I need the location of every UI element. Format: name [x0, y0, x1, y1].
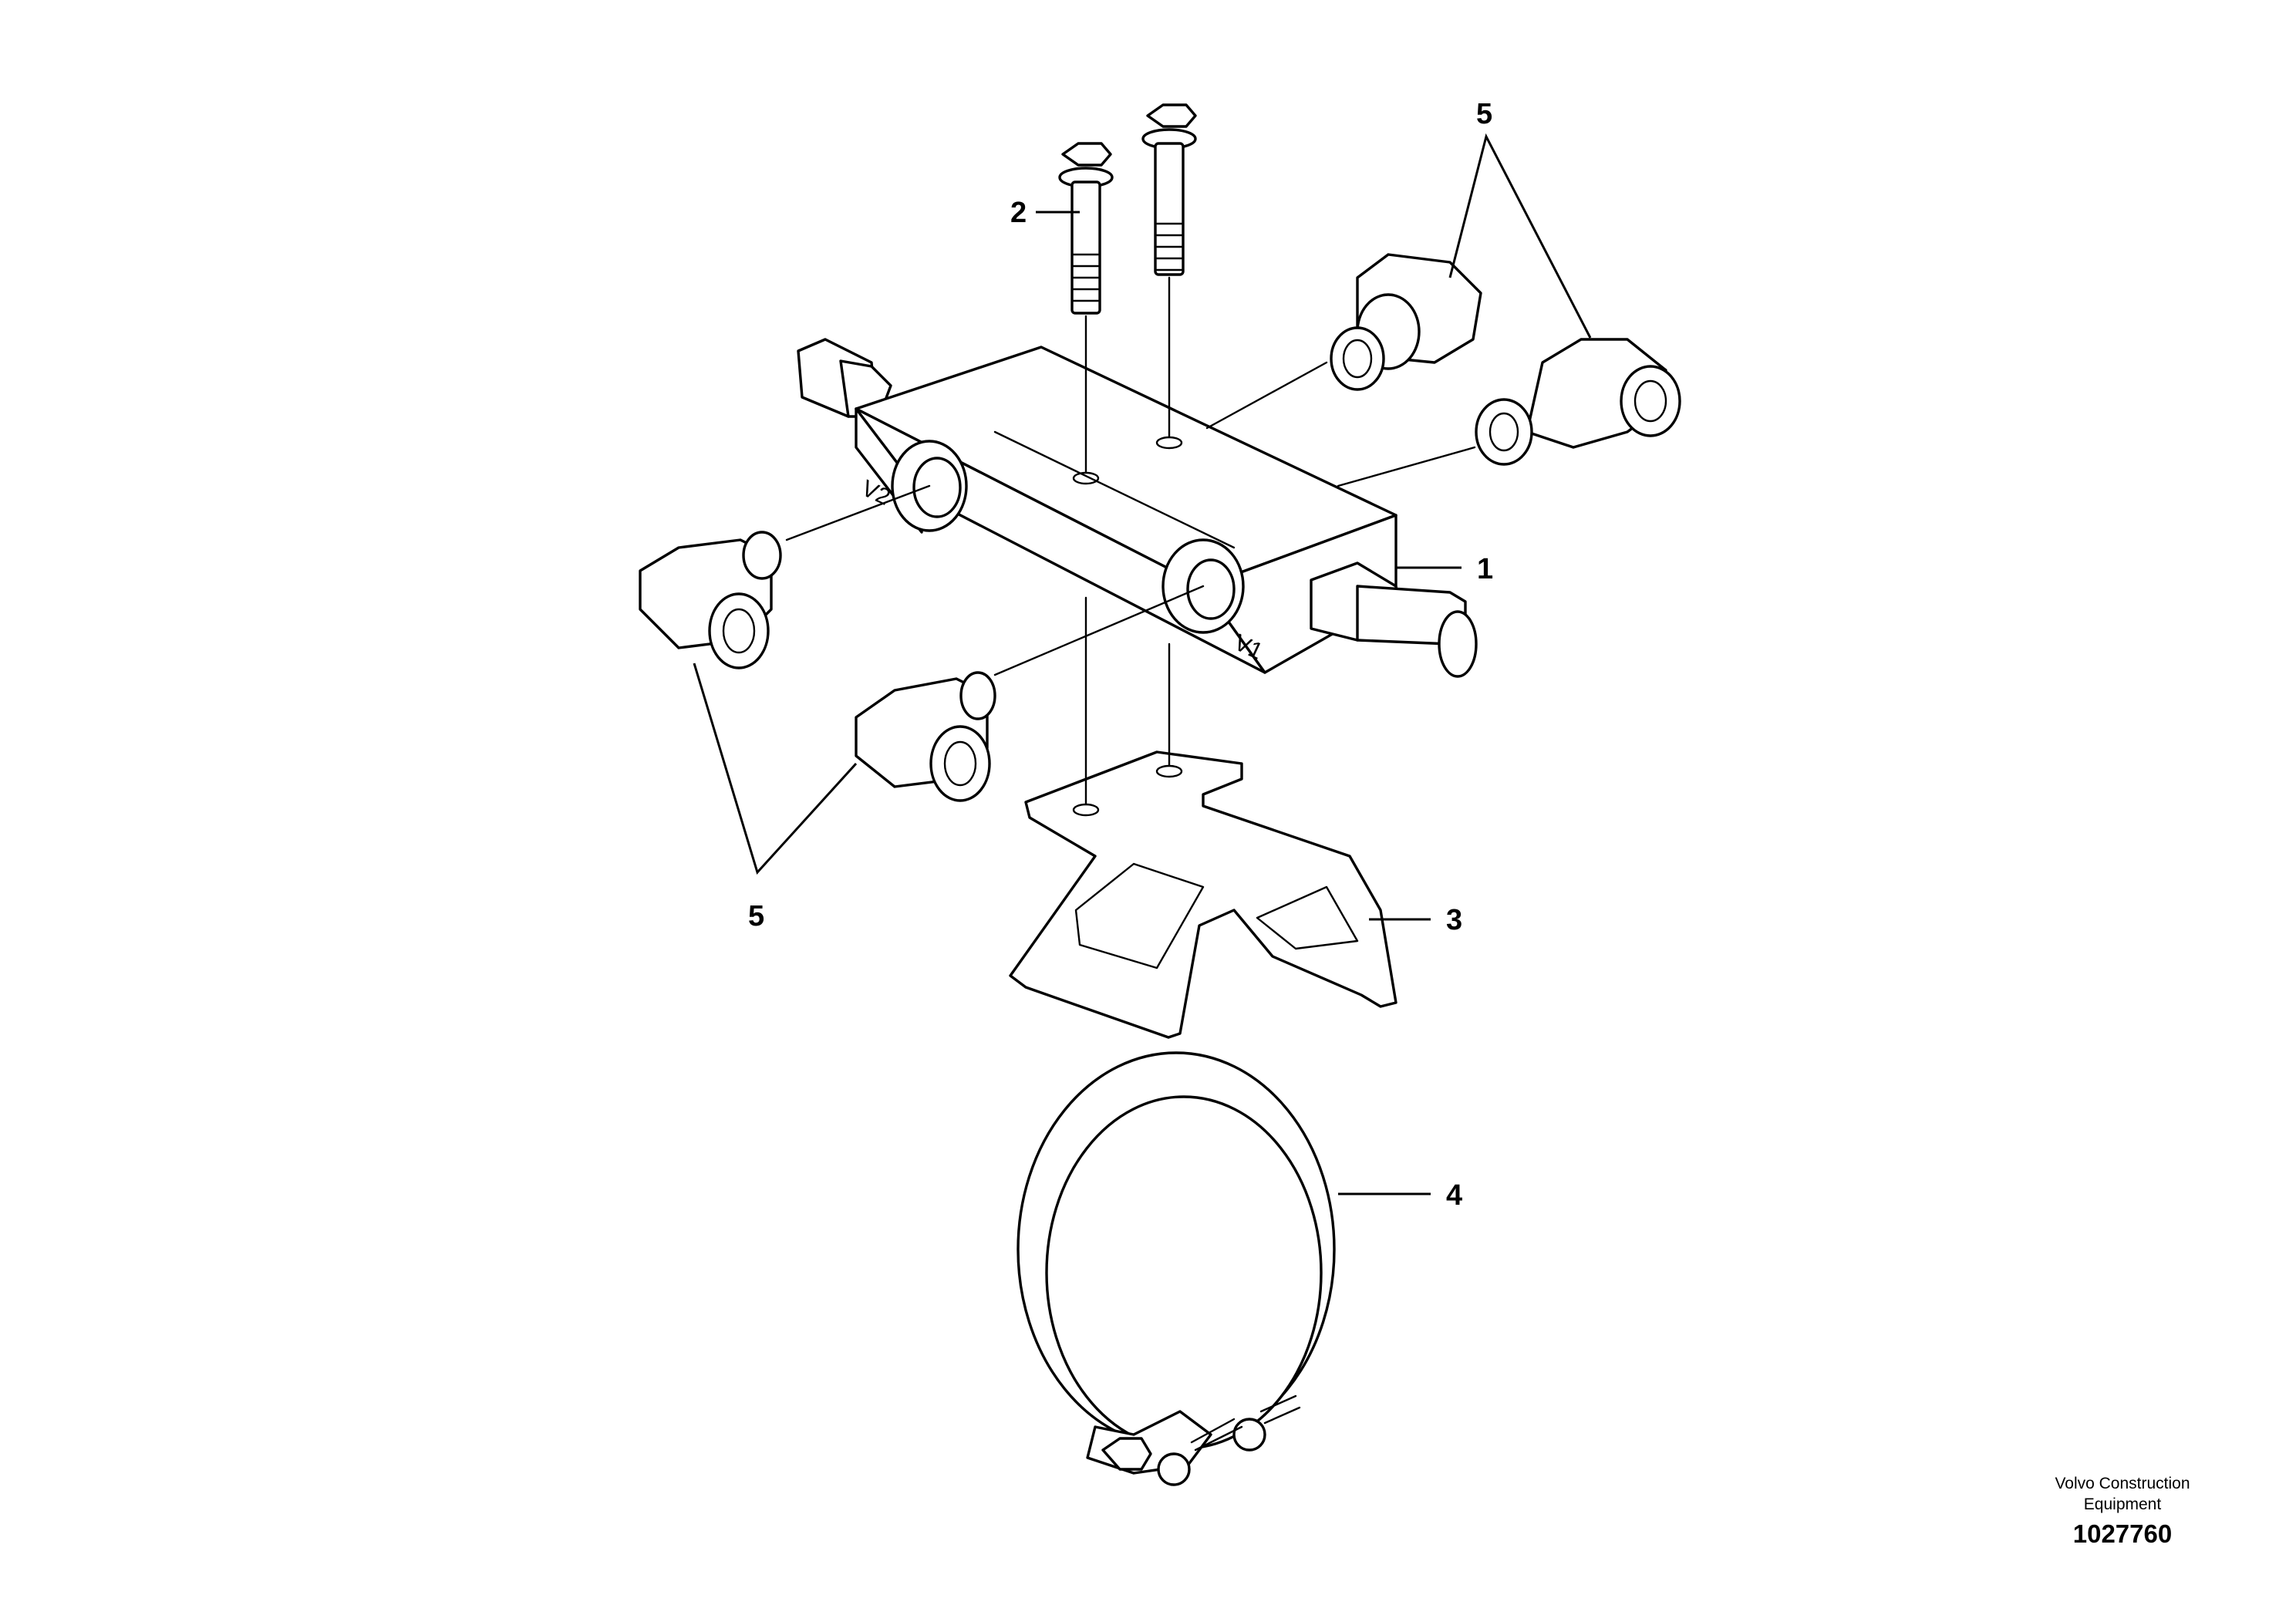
drawing-number: 1027760 — [2073, 1519, 2172, 1548]
callout-4: 4 — [1446, 1179, 1462, 1212]
callout-leaders — [693, 133, 1592, 1195]
callout-3: 3 — [1446, 904, 1462, 936]
callout-2: 2 — [1010, 197, 1027, 229]
callout-5-bottom: 5 — [748, 900, 764, 932]
bolt-right — [1141, 103, 1197, 276]
footer-brand-line2: Equipment — [2084, 1496, 2162, 1513]
footer-brand-line1: Volvo Construction — [2055, 1475, 2190, 1492]
hose-clamp — [1017, 1051, 1336, 1486]
valve-block — [797, 338, 1478, 678]
elbow-fitting-top-1 — [1330, 253, 1482, 391]
bolt-left — [1058, 142, 1114, 315]
elbow-fitting-bottom-2 — [855, 671, 996, 802]
mounting-bracket — [1009, 750, 1397, 1039]
callout-5-top: 5 — [1476, 98, 1492, 130]
callout-1: 1 — [1477, 553, 1493, 585]
assembly-guide-lines — [785, 276, 1476, 805]
elbow-fitting-bottom-1 — [639, 531, 782, 669]
elbow-fitting-top-2 — [1475, 338, 1681, 466]
